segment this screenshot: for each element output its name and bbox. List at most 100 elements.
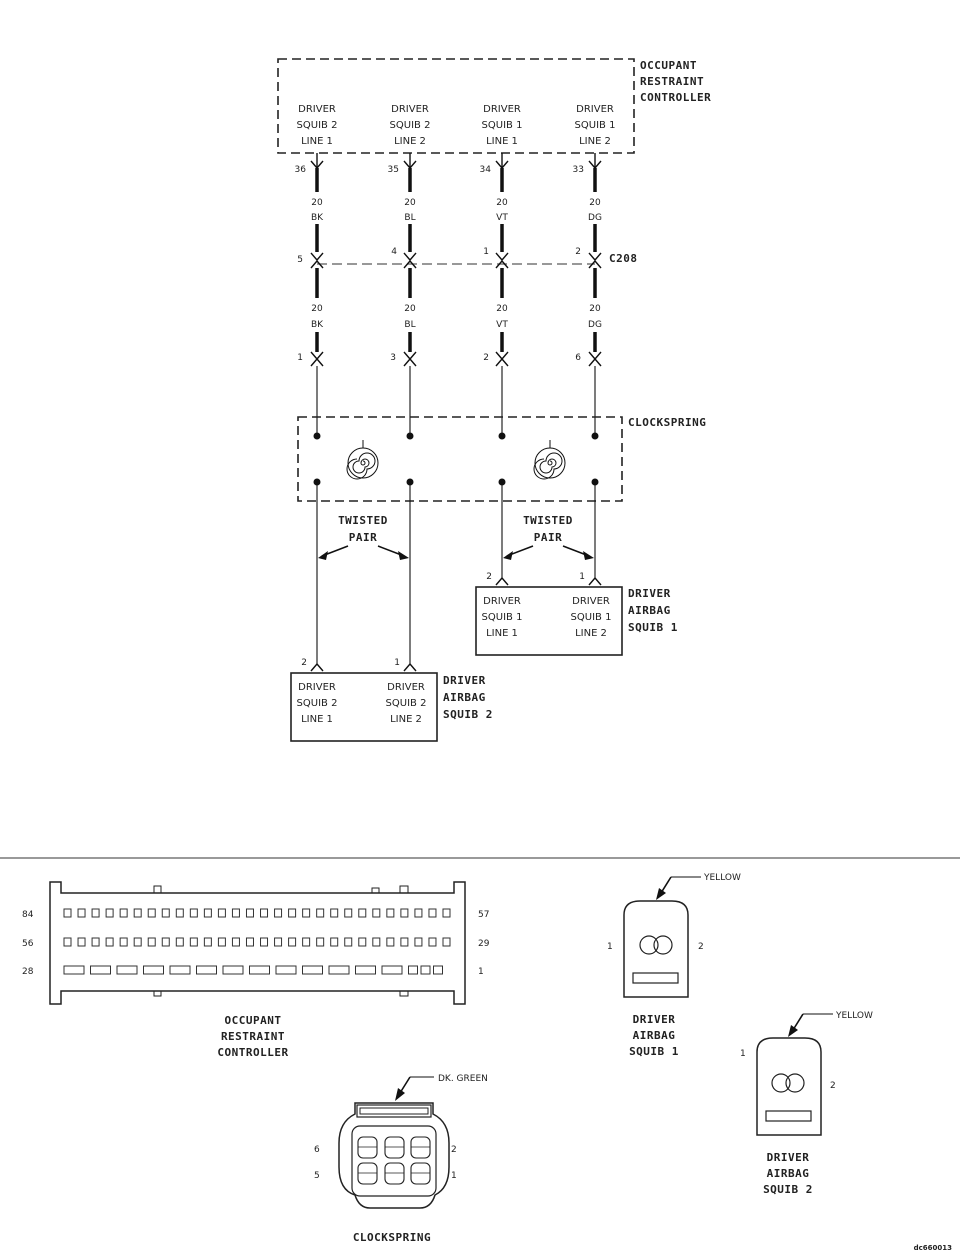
squib2-view-title-line-1: DRIVER: [767, 1151, 810, 1164]
clockspring-input-terminals: [310, 351, 602, 367]
upper-wires: [315, 168, 597, 252]
squib1-connector-title: DRIVER AIRBAG SQUIB 1: [629, 1013, 679, 1058]
coil-icon: [533, 440, 566, 480]
coil-icon: [346, 440, 379, 480]
c208-cavity-5: 5: [297, 255, 303, 265]
orc-pin-cavity: [133, 937, 142, 947]
squib1-pin-1-line-3: LINE 1: [486, 628, 518, 639]
squib2-title: DRIVER AIRBAG SQUIB 2: [443, 674, 492, 721]
orc-pin-cavity: [302, 908, 311, 918]
squib1-pin-2-line-2: SQUIB 1: [571, 612, 612, 623]
clockspring-cavity-3: 3: [390, 353, 396, 363]
orc-pin-cavity: [91, 937, 100, 947]
orc-title-line-2: RESTRAINT: [640, 75, 704, 88]
squib2-view-pin-1: 1: [740, 1049, 746, 1059]
orc-pin-cavity: [217, 937, 226, 947]
orc-pin-cavity: [302, 965, 323, 975]
squib1-title-line-3: SQUIB 1: [628, 621, 678, 634]
wire-4-upper-gauge: 20: [589, 198, 601, 208]
orc-pin-2: DRIVER SQUIB 2 LINE 2: [390, 104, 431, 147]
squib1-title-line-2: AIRBAG: [628, 604, 671, 617]
orc-pin-cavity: [105, 937, 114, 947]
squib2-view-title-line-3: SQUIB 2: [763, 1183, 813, 1196]
orc-pin-cavity: [288, 937, 297, 947]
wire-2-lower-color: BL: [404, 320, 415, 330]
orc-pin-2-line-1: DRIVER: [391, 104, 429, 115]
orc-pin-2-line-2: SQUIB 2: [390, 120, 431, 131]
orc-pin-cavity: [133, 908, 142, 918]
orc-title: OCCUPANT RESTRAINT CONTROLLER: [640, 59, 711, 104]
wire-3-lower-color: VT: [496, 320, 508, 330]
orc-pin-cavity: [222, 965, 244, 975]
orc-pin-cavity: [119, 908, 128, 918]
squib2-view-pin-2: 2: [830, 1081, 836, 1091]
twisted-pair-right-line-1: TWISTED: [523, 514, 573, 527]
wire-2-upper-color: BL: [404, 213, 415, 223]
orc-cavity-35: 35: [388, 165, 399, 175]
orc-pin-cavity: [274, 908, 283, 918]
orc-pin-cavity: [442, 937, 451, 947]
orc-pin-cavity: [344, 908, 353, 918]
orc-cavity-34: 34: [480, 165, 492, 175]
squib1-title: DRIVER AIRBAG SQUIB 1: [628, 587, 678, 634]
squib1-view-title-line-3: SQUIB 1: [629, 1045, 679, 1058]
orc-row-label-left-1: 84: [22, 910, 34, 920]
orc-pin-cavity: [119, 937, 128, 947]
squib2-cavity-2: 2: [301, 658, 307, 668]
orc-cavity-36: 36: [295, 165, 307, 175]
squib1-view-title-line-1: DRIVER: [633, 1013, 676, 1026]
orc-pin-cavity: [414, 937, 423, 947]
squib2-pin-2-line-3: LINE 2: [390, 714, 422, 725]
orc-pin-cavity: [302, 937, 311, 947]
orc-connector-title-line-2: RESTRAINT: [221, 1030, 285, 1043]
orc-pin-cavity: [386, 937, 395, 947]
orc-pin-3-line-2: SQUIB 1: [482, 120, 523, 131]
orc-cavity-33: 33: [573, 165, 584, 175]
orc-pin-cavity: [408, 965, 418, 975]
clockspring-connector-title: CLOCKSPRING: [353, 1231, 431, 1244]
orc-pin-cavity: [330, 908, 339, 918]
clockspring-box: [297, 416, 623, 502]
twisted-pair-right: TWISTED PAIR: [503, 514, 594, 560]
orc-title-line-3: CONTROLLER: [640, 91, 711, 104]
wire-4-upper-color: DG: [588, 213, 602, 223]
clockspring-cavity-1: 1: [297, 353, 303, 363]
orc-pin-1-line-2: SQUIB 2: [297, 120, 338, 131]
orc-pin-cavity: [316, 908, 325, 918]
orc-pin-1: DRIVER SQUIB 2 LINE 1: [297, 104, 338, 147]
c208-label: C208: [609, 252, 638, 265]
squib1-pin-1-line-2: SQUIB 1: [482, 612, 523, 623]
orc-pin-2-line-3: LINE 2: [394, 136, 426, 147]
squib2-title-line-2: AIRBAG: [443, 691, 486, 704]
squib2-connector-view: [756, 1013, 833, 1136]
squib2-pin-1-line-2: SQUIB 2: [297, 698, 338, 709]
lower-wires: [315, 268, 597, 352]
orc-pin-cavity: [63, 908, 72, 918]
figure-id: dc660013: [914, 1244, 953, 1252]
orc-pin-cavity: [161, 908, 170, 918]
squib1-wires: [495, 482, 602, 586]
orc-pin-cavity: [245, 908, 254, 918]
orc-connector-title-line-1: OCCUPANT: [225, 1014, 282, 1027]
orc-pin-cavity: [91, 908, 100, 918]
orc-pin-3-line-1: DRIVER: [483, 104, 521, 115]
clockspring-view-pin-6: 6: [314, 1145, 320, 1155]
wire-4-lower-gauge: 20: [589, 304, 601, 314]
orc-pin-cavity: [442, 908, 451, 918]
pointer-arrow-icon: [395, 1076, 434, 1101]
squib1-color-label: YELLOW: [703, 873, 741, 883]
orc-pin-cavity: [288, 908, 297, 918]
wire-3-upper-color: VT: [496, 213, 508, 223]
squib2-connector-title: DRIVER AIRBAG SQUIB 2: [763, 1151, 813, 1196]
wire-3-upper-gauge: 20: [496, 198, 508, 208]
orc-pin-cavity: [249, 965, 270, 975]
orc-pin-cavity: [203, 908, 212, 918]
orc-pin-cavity: [189, 908, 198, 918]
orc-pin-cavity: [355, 965, 376, 975]
squib1-cavity-2: 2: [486, 572, 492, 582]
orc-pin-cavity: [274, 937, 283, 947]
orc-pin-cavity: [275, 965, 297, 975]
pointer-arrow-icon: [788, 1013, 833, 1037]
wire-1-upper-gauge: 20: [311, 198, 323, 208]
squib1-pin-1-line-1: DRIVER: [483, 596, 521, 607]
